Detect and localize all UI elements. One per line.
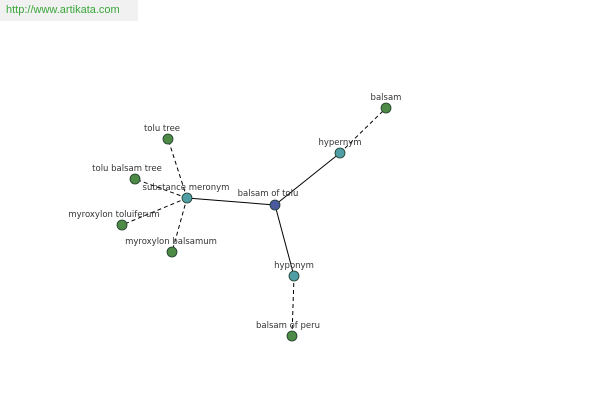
- edge-hypernym-to-balsam: [339, 107, 387, 154]
- edge-substance-meronym-to-myroxylon-toluiferum: [121, 197, 188, 226]
- edges-layer: [121, 107, 387, 337]
- edge-balsam-of-tolu-to-hypernym: [274, 152, 341, 206]
- node-myroxylon-toluiferum[interactable]: [116, 219, 128, 231]
- labels-layer: balsam of tolu hypernym balsam hyponym balsa…: [68, 93, 401, 331]
- node-label-balsam-of-tolu: balsam of tolu: [238, 189, 299, 199]
- node-label-balsam-of-peru: balsam of peru: [256, 321, 320, 331]
- edge-hyponym-to-balsam-of-peru: [291, 275, 295, 337]
- edge-substance-meronym-to-myroxylon-balsamum: [171, 197, 188, 253]
- node-balsam-of-tolu[interactable]: [269, 199, 281, 211]
- edge-balsam-of-tolu-to-hyponym: [274, 204, 295, 277]
- node-tolu-balsam-tree[interactable]: [129, 173, 141, 185]
- url-banner: http://www.artikata.com: [0, 0, 138, 21]
- node-balsam[interactable]: [380, 102, 392, 114]
- node-hypernym[interactable]: [334, 147, 346, 159]
- node-substance-meronym[interactable]: [181, 192, 193, 204]
- node-tolu-tree[interactable]: [162, 133, 174, 145]
- node-label-balsam: balsam: [371, 93, 402, 103]
- node-balsam-of-peru[interactable]: [286, 330, 298, 342]
- node-label-hyponym: hyponym: [274, 261, 314, 271]
- node-label-tolu-tree: tolu tree: [144, 124, 180, 134]
- node-label-myroxylon-balsamum: myroxylon balsamum: [125, 237, 217, 247]
- node-label-substance-meronym: substance meronym: [143, 183, 230, 193]
- node-label-myroxylon-toluiferum: myroxylon toluiferum: [68, 210, 159, 220]
- node-hyponym[interactable]: [288, 270, 300, 282]
- watermark-url: http://www.artikata.com: [6, 4, 120, 16]
- node-label-hypernym: hypernym: [318, 138, 361, 148]
- edge-balsam-of-tolu-to-substance-meronym: [186, 197, 276, 206]
- node-myroxylon-balsamum[interactable]: [166, 246, 178, 258]
- nodes-layer: [116, 102, 392, 342]
- edge-substance-meronym-to-tolu-balsam-tree: [134, 178, 188, 199]
- node-label-tolu-balsam-tree: tolu balsam tree: [92, 164, 162, 174]
- edge-substance-meronym-to-tolu-tree: [167, 138, 188, 199]
